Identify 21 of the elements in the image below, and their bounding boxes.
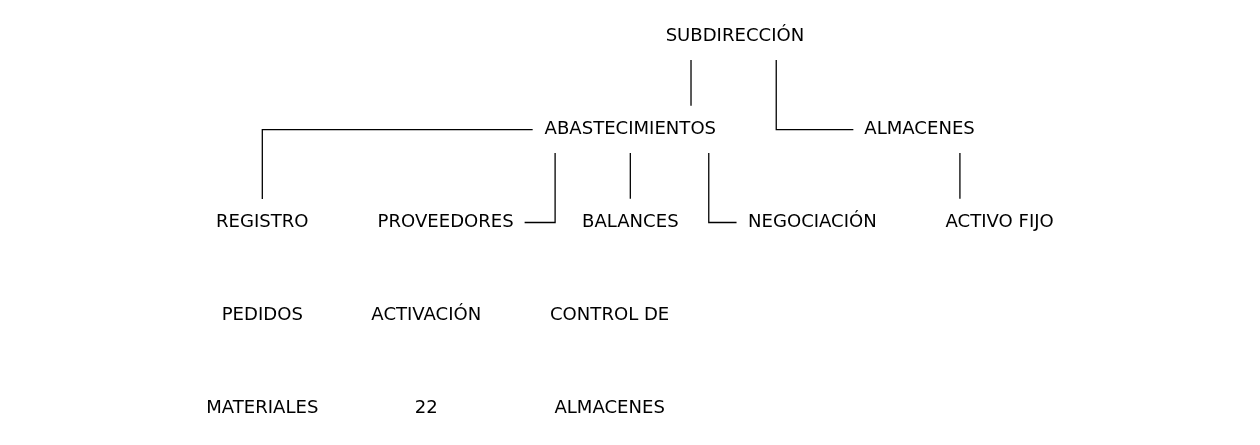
label: ACTIVACIÓN bbox=[371, 303, 482, 325]
node-text: ALMACENES bbox=[864, 117, 975, 139]
connector bbox=[629, 152, 631, 200]
connector bbox=[775, 59, 854, 131]
node-text: BALANCES bbox=[582, 210, 679, 232]
label: MATERIALES bbox=[206, 396, 319, 418]
label: PEDIDOS bbox=[221, 303, 303, 325]
label: 22 bbox=[414, 396, 438, 418]
node-text: ACTIVO FIJO bbox=[945, 210, 1054, 232]
label: ALMACENES bbox=[554, 396, 665, 418]
connector bbox=[690, 59, 692, 107]
node-text: NEGOCIACIÓN bbox=[747, 210, 877, 232]
node-text: SUBDIRECCIÓN bbox=[665, 24, 805, 46]
connector bbox=[708, 152, 738, 224]
connector bbox=[959, 152, 961, 200]
node-text: PROVEEDORES bbox=[377, 210, 514, 232]
node-text: REGISTRO bbox=[216, 210, 309, 232]
node-text: ABASTECIMIENTOS bbox=[544, 117, 717, 139]
label: CONTROL DE bbox=[550, 303, 670, 325]
connector bbox=[261, 128, 534, 200]
connector bbox=[523, 152, 556, 224]
